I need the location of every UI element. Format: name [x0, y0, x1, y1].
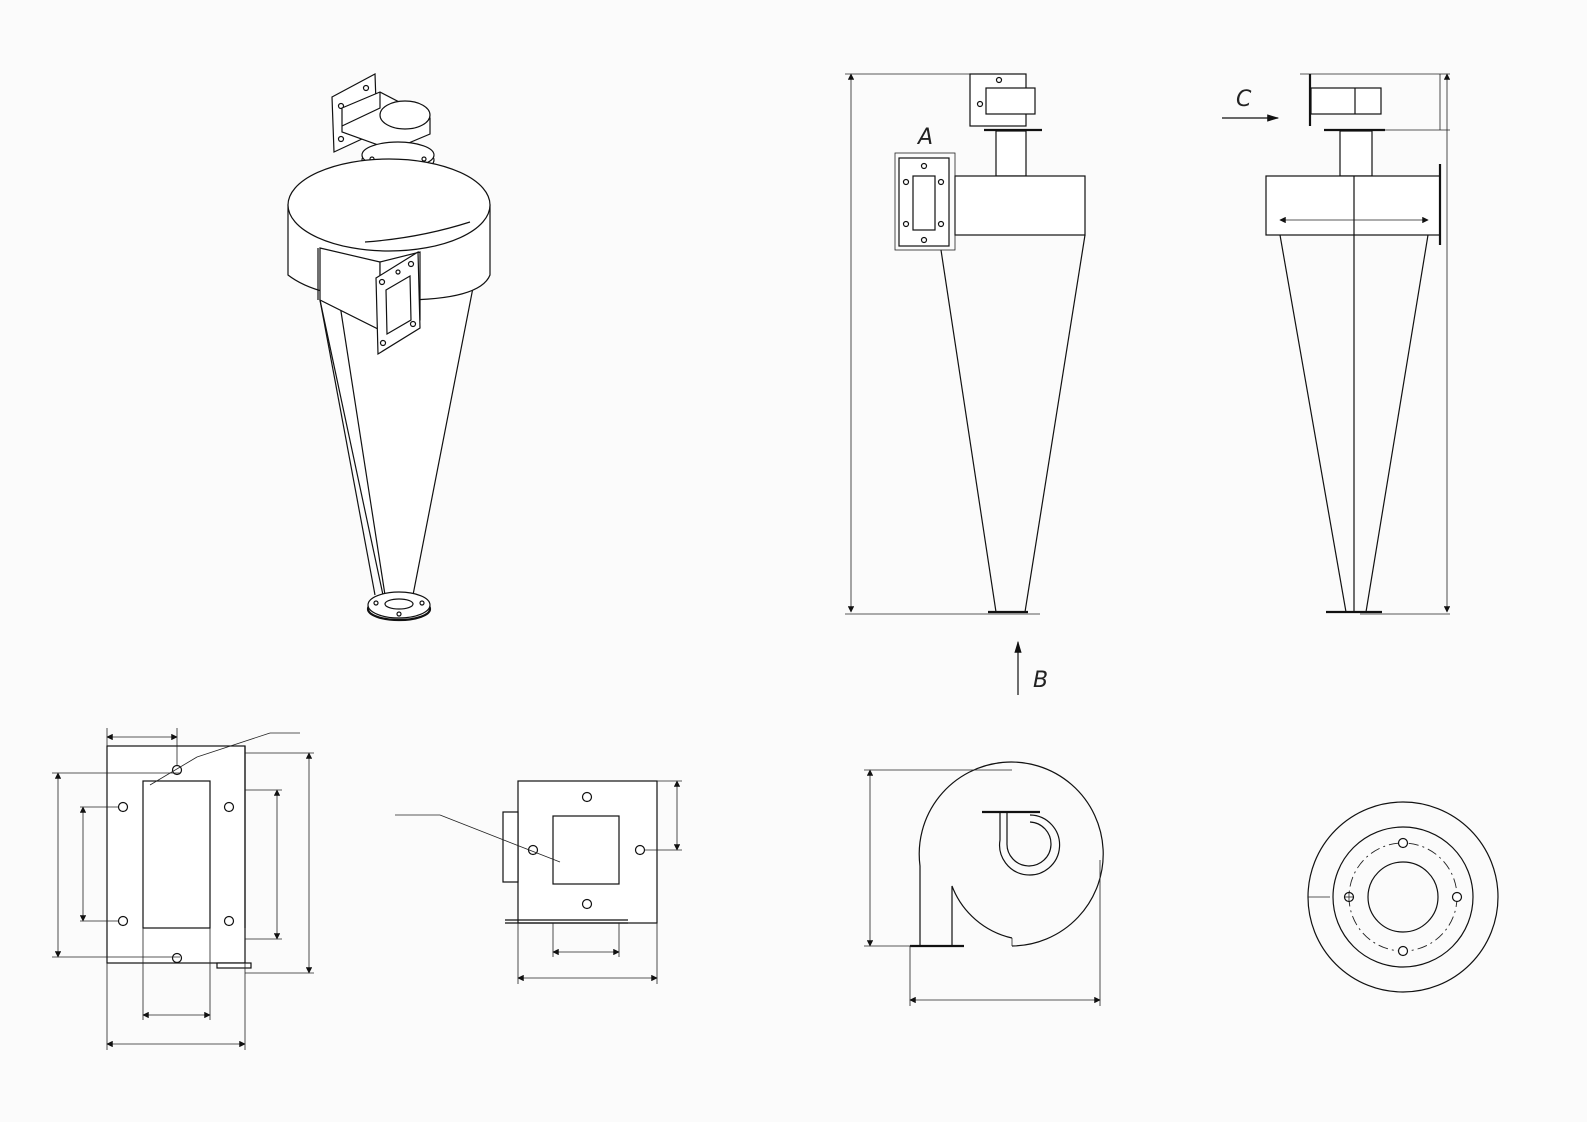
- round-flange-view: [1307, 801, 1499, 993]
- isometric-view: [287, 73, 491, 622]
- outlet-flange-detail: [395, 780, 682, 984]
- view-b-label: B: [1033, 668, 1048, 693]
- side-view: C: [1222, 73, 1451, 615]
- view-a-label: A: [916, 125, 933, 150]
- inlet-flange-detail: [52, 728, 314, 1050]
- front-view: A B: [845, 73, 1086, 695]
- view-c-label: C: [1236, 87, 1252, 112]
- top-view: [864, 761, 1104, 1006]
